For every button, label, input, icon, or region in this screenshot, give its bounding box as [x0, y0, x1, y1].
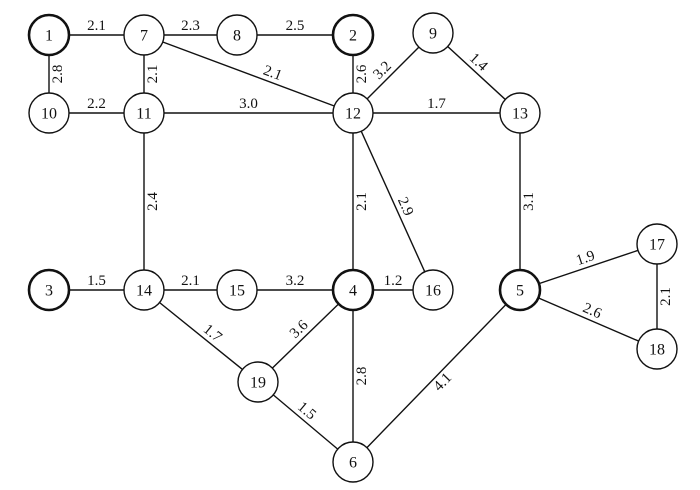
node-label-13: 13 [512, 106, 528, 123]
node-circle-12 [332, 92, 374, 134]
edge-weight-1-10: 2.8 [50, 65, 66, 84]
node-label-8: 8 [233, 28, 241, 45]
edge-weight-19-6: 1.5 [294, 399, 319, 423]
edge-weight-15-4: 3.2 [286, 273, 305, 289]
edge-weight-12-13: 1.7 [427, 96, 446, 112]
node-label-18: 18 [649, 342, 665, 359]
node-13: 13 [499, 92, 541, 134]
edge-weight-12-4: 2.1 [354, 192, 370, 211]
edge-weight-8-2: 2.5 [286, 18, 305, 34]
edge-7-12 [143, 34, 354, 114]
edge-weight-11-14: 2.4 [145, 192, 161, 211]
node-16: 16 [412, 269, 454, 311]
edge-weight-12-16: 2.9 [394, 195, 416, 219]
node-circle-19 [237, 361, 279, 403]
edge-5-18 [519, 289, 658, 350]
node-4: 4 [331, 268, 375, 312]
node-circle-1 [27, 13, 71, 57]
edge-weight-3-14: 1.5 [87, 273, 106, 289]
node-circle-2 [331, 13, 375, 57]
edge-weight-5-6: 4.1 [431, 370, 456, 395]
node-label-2: 2 [349, 28, 357, 45]
edge-weight-13-5: 3.1 [521, 192, 537, 211]
node-label-16: 16 [425, 283, 441, 300]
node-circle-9 [412, 12, 454, 54]
edge-5-17 [519, 243, 658, 291]
node-label-15: 15 [229, 283, 245, 300]
node-circle-15 [216, 269, 258, 311]
node-label-14: 14 [136, 283, 152, 300]
node-label-19: 19 [250, 375, 266, 392]
edge-weight-11-12: 3.0 [239, 96, 258, 112]
node-label-6: 6 [349, 455, 357, 472]
edge-weight-14-19: 1.7 [200, 321, 225, 346]
node-label-4: 4 [349, 283, 357, 300]
edge-weight-7-12: 2.1 [261, 63, 284, 85]
node-circle-7 [123, 14, 165, 56]
node-1: 1 [27, 13, 71, 57]
node-17: 17 [636, 223, 678, 265]
node-14: 14 [123, 269, 165, 311]
node-label-5: 5 [516, 283, 524, 300]
edge-weight-10-11: 2.2 [87, 96, 106, 112]
edge-weight-7-8: 2.3 [181, 18, 200, 34]
node-6: 6 [332, 441, 374, 483]
node-circle-14 [123, 269, 165, 311]
node-label-3: 3 [45, 283, 53, 300]
node-12: 12 [332, 92, 374, 134]
edge-weight-14-15: 2.1 [181, 273, 200, 289]
node-10: 10 [28, 92, 70, 134]
node-9: 9 [412, 12, 454, 54]
node-7: 7 [123, 14, 165, 56]
node-circle-18 [636, 328, 678, 370]
edge-weight-5-17: 1.9 [574, 248, 597, 269]
node-3: 3 [27, 268, 71, 312]
node-label-10: 10 [41, 106, 57, 123]
node-circle-11 [123, 92, 165, 134]
node-circle-4 [331, 268, 375, 312]
edge-weight-4-6: 2.8 [354, 367, 370, 386]
node-label-12: 12 [345, 106, 361, 123]
edge-weight-7-11: 2.1 [145, 65, 161, 84]
node-circle-8 [216, 14, 258, 56]
edge-weight-19-4: 3.6 [287, 317, 312, 342]
node-circle-17 [636, 223, 678, 265]
node-5: 5 [498, 268, 542, 312]
node-label-11: 11 [136, 106, 151, 123]
node-15: 15 [216, 269, 258, 311]
node-circle-10 [28, 92, 70, 134]
node-18: 18 [636, 328, 678, 370]
edge-weight-1-7: 2.1 [87, 18, 106, 34]
edge-weight-5-18: 2.6 [580, 300, 604, 322]
node-label-1: 1 [45, 28, 53, 45]
node-circle-13 [499, 92, 541, 134]
node-circle-16 [412, 269, 454, 311]
edge-14-19 [143, 289, 259, 383]
node-label-17: 17 [649, 237, 665, 254]
edge-19-4 [257, 289, 354, 383]
edge-5-6 [352, 289, 521, 463]
node-circle-3 [27, 268, 71, 312]
node-circle-6 [332, 441, 374, 483]
node-19: 19 [237, 361, 279, 403]
edge-weight-2-12: 2.6 [354, 64, 370, 83]
node-label-7: 7 [140, 28, 148, 45]
node-8: 8 [216, 14, 258, 56]
node-2: 2 [331, 13, 375, 57]
edge-weight-9-13: 1.4 [466, 50, 491, 75]
edge-12-16 [352, 112, 434, 291]
node-circle-5 [498, 268, 542, 312]
edge-weight-4-16: 1.2 [384, 273, 403, 289]
node-11: 11 [123, 92, 165, 134]
edge-weight-17-18: 2.1 [658, 287, 674, 306]
edge-weight-12-9: 3.2 [370, 58, 395, 83]
node-label-9: 9 [429, 26, 437, 43]
